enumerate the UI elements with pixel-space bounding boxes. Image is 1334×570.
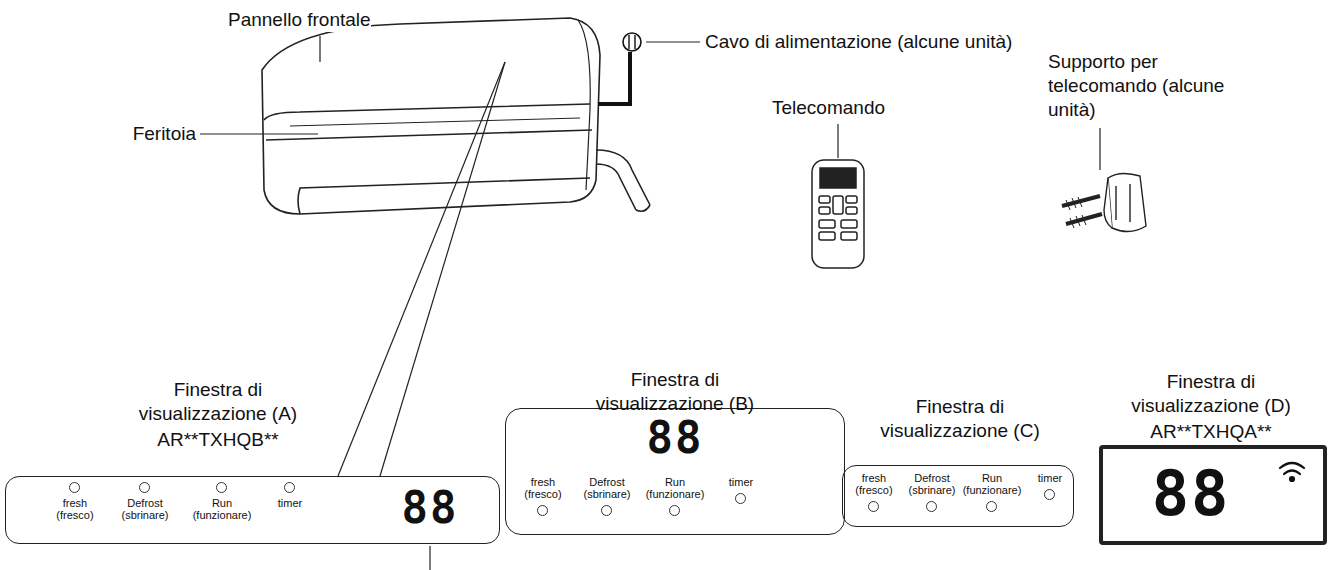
leader-line [200, 36, 1100, 570]
leader-line [200, 133, 318, 134]
wifi-symbol [1280, 463, 1304, 468]
leader-line [837, 124, 838, 158]
part-label: Feritoia [133, 122, 196, 146]
display-window: Finestra di visualizzazione (B)88 fresh (… [505, 368, 850, 538]
part-label: Telecomando [772, 96, 885, 120]
power-cable [623, 33, 641, 51]
indicator-label: Defrost (sbrinare) [908, 472, 955, 496]
remote-control [820, 168, 856, 188]
drain-hose [596, 164, 636, 210]
leader-line [1099, 128, 1100, 170]
remote-control [846, 207, 857, 214]
led-indicator [139, 482, 150, 493]
led-indicator [1044, 489, 1055, 500]
remote-holder [1108, 173, 1146, 231]
led-indicator [284, 482, 295, 493]
led-indicator [537, 505, 548, 516]
remote-holder [1116, 184, 1130, 222]
leader-line [646, 41, 700, 42]
led-indicator [69, 482, 80, 493]
indoor-unit [298, 178, 590, 214]
power-cable [629, 35, 635, 49]
led-indicator [601, 505, 612, 516]
power-cable [598, 52, 630, 104]
window-heading: Finestra di visualizzazione (C) [860, 395, 1060, 443]
window-heading: AR**TXHQA** [1150, 420, 1271, 444]
leader-line [380, 62, 505, 476]
indoor-unit [266, 130, 592, 140]
display-window: Finestra di visualizzazione (A)AR**TXHQB… [5, 378, 505, 548]
drain-hose [636, 205, 650, 211]
part-label: Cavo di alimentazione (alcune unità) [705, 30, 1012, 54]
part-label: Supporto per telecomando (alcune unità) [1048, 50, 1240, 122]
remote-holder [1104, 178, 1112, 228]
indicator-label: Run (funzionare) [193, 497, 252, 521]
remote-holder [1062, 196, 1102, 224]
remote-holder [1062, 173, 1146, 231]
indicator-label: fresh (fresco) [524, 476, 561, 500]
remote-control [833, 196, 843, 214]
digit-display: 88 [402, 486, 459, 530]
indicator-label: timer [278, 497, 302, 509]
led-indicator [669, 505, 680, 516]
remote-control [812, 160, 864, 268]
remote-control [819, 232, 835, 240]
led-indicator [986, 501, 997, 512]
remote-control [819, 207, 830, 214]
display-window: Finestra di visualizzazione (D)AR**TXHQA… [1096, 370, 1332, 548]
remote-control [846, 196, 857, 203]
power-cable [598, 33, 641, 104]
remote-holder [1066, 197, 1086, 228]
remote-control [819, 220, 835, 228]
indoor-unit [262, 18, 600, 214]
indicator-label: timer [1038, 472, 1062, 484]
indicator-label: Defrost (sbrinare) [583, 476, 630, 500]
remote-control [819, 196, 830, 203]
led-indicator [735, 493, 746, 504]
wifi-symbol [1284, 471, 1300, 475]
indicator-label: Run (funzionare) [963, 472, 1022, 496]
indoor-unit [578, 20, 590, 190]
remote-control [841, 220, 857, 228]
leader-line [319, 36, 320, 62]
indicator-label: Run (funzionare) [646, 476, 705, 500]
indoor-unit [262, 18, 600, 214]
wifi-symbol [1280, 463, 1304, 481]
digit-display: 88 [1152, 463, 1231, 525]
indicator-label: timer [729, 476, 753, 488]
part-label: Pannello frontale [228, 8, 371, 32]
wifi-symbol [1290, 477, 1294, 481]
window-heading: AR**TXHQB** [157, 428, 278, 452]
drain-hose [596, 150, 650, 211]
drain-hose [596, 150, 650, 205]
display-window: Finestra di visualizzazione (C) fresh (fr… [842, 395, 1082, 535]
window-heading: Finestra di visualizzazione (B) [575, 368, 775, 416]
indoor-unit [264, 104, 590, 120]
indicator-label: Defrost (sbrinare) [121, 497, 168, 521]
remote-control [841, 232, 857, 240]
led-indicator [216, 482, 227, 493]
indicator-label: fresh (fresco) [56, 497, 93, 521]
leader-line [338, 62, 505, 476]
digit-display: 88 [647, 416, 704, 460]
window-heading: Finestra di visualizzazione (A) [118, 378, 318, 426]
indicator-label: fresh (fresco) [855, 472, 892, 496]
leader-line [429, 546, 430, 570]
led-indicator [868, 501, 879, 512]
indoor-unit [290, 118, 580, 126]
window-heading: Finestra di visualizzazione (D) [1111, 370, 1311, 418]
led-indicator [926, 501, 937, 512]
remote-control [812, 160, 864, 268]
